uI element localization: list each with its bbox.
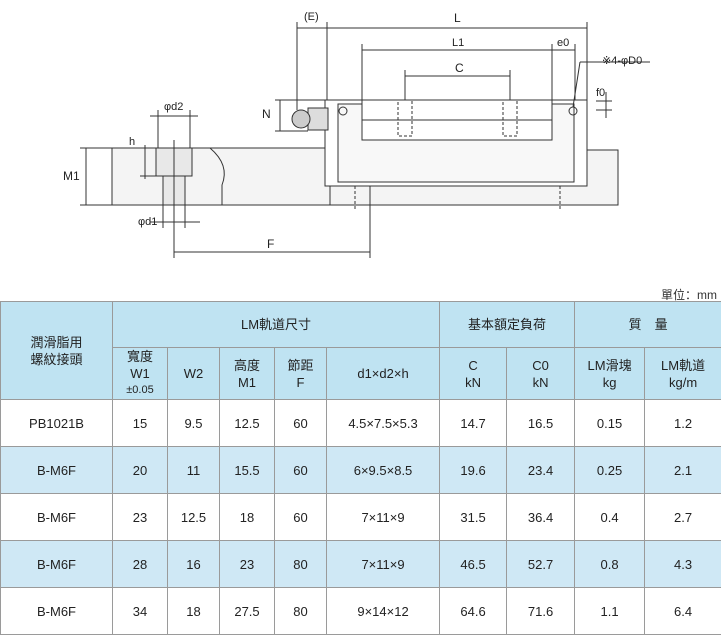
label-h: h bbox=[129, 136, 135, 148]
label-M1: M1 bbox=[63, 169, 80, 183]
cell-f: 80 bbox=[275, 588, 327, 635]
label-F: F bbox=[267, 237, 274, 251]
cell-rail-mass: 1.2 bbox=[645, 400, 721, 447]
cell-c0: 71.6 bbox=[507, 588, 575, 635]
cell-c: 46.5 bbox=[440, 541, 507, 588]
table-row: B-M6F 34 18 27.5 80 9×14×12 64.6 71.6 1.… bbox=[1, 588, 721, 635]
cell-c: 31.5 bbox=[440, 494, 507, 541]
header-rail-mass-unit: kg/m bbox=[645, 374, 721, 391]
table-row: B-M6F 20 11 15.5 60 6×9.5×8.5 19.6 23.4 … bbox=[1, 447, 721, 494]
label-L: L bbox=[454, 11, 461, 25]
cell-c0: 52.7 bbox=[507, 541, 575, 588]
header-w1-label: W1 bbox=[113, 365, 167, 382]
label-d1: φd1 bbox=[138, 216, 157, 228]
grease-nipple bbox=[308, 108, 328, 130]
cell-rail-mass: 4.3 bbox=[645, 541, 721, 588]
cell-m1: 12.5 bbox=[220, 400, 275, 447]
cell-w2: 12.5 bbox=[168, 494, 220, 541]
header-c0-unit: kN bbox=[507, 374, 574, 391]
cell-w1: 34 bbox=[113, 588, 168, 635]
header-w2: W2 bbox=[168, 348, 220, 400]
cell-f: 80 bbox=[275, 541, 327, 588]
cell-w2: 16 bbox=[168, 541, 220, 588]
cell-w2: 9.5 bbox=[168, 400, 220, 447]
cell-f: 60 bbox=[275, 400, 327, 447]
header-w1: 寬度 W1 ±0.05 bbox=[113, 348, 168, 400]
label-f0: f0 bbox=[596, 87, 605, 99]
cell-w2: 11 bbox=[168, 447, 220, 494]
header-load-rating: 基本額定負荷 bbox=[440, 302, 575, 348]
cell-c: 14.7 bbox=[440, 400, 507, 447]
cell-f: 60 bbox=[275, 447, 327, 494]
cell-dims: 6×9.5×8.5 bbox=[327, 447, 440, 494]
cell-w1: 15 bbox=[113, 400, 168, 447]
cell-block-mass: 1.1 bbox=[575, 588, 645, 635]
header-width-label: 寬度 bbox=[113, 348, 167, 365]
header-m1: 高度 M1 bbox=[220, 348, 275, 400]
label-e0: e0 bbox=[557, 37, 569, 49]
cell-block-mass: 0.8 bbox=[575, 541, 645, 588]
cell-c0: 36.4 bbox=[507, 494, 575, 541]
cell-dims: 9×14×12 bbox=[327, 588, 440, 635]
cell-rail-mass: 2.1 bbox=[645, 447, 721, 494]
header-lubrication: 潤滑脂用 螺紋接頭 bbox=[1, 302, 113, 400]
cell-m1: 23 bbox=[220, 541, 275, 588]
cell-w1: 20 bbox=[113, 447, 168, 494]
cell-nipple: PB1021B bbox=[1, 400, 113, 447]
cell-c: 19.6 bbox=[440, 447, 507, 494]
header-block-mass: LM滑塊 kg bbox=[575, 348, 645, 400]
header-f: 節距 F bbox=[275, 348, 327, 400]
cell-w1: 28 bbox=[113, 541, 168, 588]
header-c: C kN bbox=[440, 348, 507, 400]
cell-block-mass: 0.4 bbox=[575, 494, 645, 541]
label-N: N bbox=[262, 107, 271, 121]
cell-c0: 23.4 bbox=[507, 447, 575, 494]
cell-m1: 15.5 bbox=[220, 447, 275, 494]
header-c-unit: kN bbox=[440, 374, 506, 391]
cell-dims: 7×11×9 bbox=[327, 494, 440, 541]
cell-c: 64.6 bbox=[440, 588, 507, 635]
header-block-label: LM滑塊 bbox=[575, 357, 644, 374]
header-w1-tolerance: ±0.05 bbox=[113, 382, 167, 399]
header-height-label: 高度 bbox=[220, 357, 274, 374]
header-dims: d1×d2×h bbox=[327, 348, 440, 400]
label-holes: ※4-φD0 bbox=[602, 55, 642, 67]
cell-block-mass: 0.25 bbox=[575, 447, 645, 494]
header-rail-mass-label: LM軌道 bbox=[645, 357, 721, 374]
label-C: C bbox=[455, 61, 464, 75]
cell-nipple: B-M6F bbox=[1, 541, 113, 588]
cell-nipple: B-M6F bbox=[1, 447, 113, 494]
cell-dims: 7×11×9 bbox=[327, 541, 440, 588]
cell-block-mass: 0.15 bbox=[575, 400, 645, 447]
table-row: B-M6F 23 12.5 18 60 7×11×9 31.5 36.4 0.4… bbox=[1, 494, 721, 541]
header-block-unit: kg bbox=[575, 374, 644, 391]
cell-w2: 18 bbox=[168, 588, 220, 635]
table-row: B-M6F 28 16 23 80 7×11×9 46.5 52.7 0.8 4… bbox=[1, 541, 721, 588]
cell-rail-mass: 2.7 bbox=[645, 494, 721, 541]
cell-m1: 18 bbox=[220, 494, 275, 541]
table-row: PB1021B 15 9.5 12.5 60 4.5×7.5×5.3 14.7 … bbox=[1, 400, 721, 447]
header-rail-mass: LM軌道 kg/m bbox=[645, 348, 721, 400]
cell-w1: 23 bbox=[113, 494, 168, 541]
cell-dims: 4.5×7.5×5.3 bbox=[327, 400, 440, 447]
technical-drawing: (E) L L1 e0 C ※4-φD0 f0 N φd2 h M1 φd1 F bbox=[0, 0, 721, 280]
header-mass: 質 量 bbox=[575, 302, 721, 348]
header-f-label: F bbox=[275, 374, 326, 391]
header-rail-dims: LM軌道尺寸 bbox=[113, 302, 440, 348]
cell-c0: 16.5 bbox=[507, 400, 575, 447]
cell-f: 60 bbox=[275, 494, 327, 541]
header-pitch-label: 節距 bbox=[275, 357, 326, 374]
label-E: (E) bbox=[304, 11, 319, 23]
label-L1: L1 bbox=[452, 37, 464, 49]
spec-table: 潤滑脂用 螺紋接頭 LM軌道尺寸 基本額定負荷 質 量 寬度 W1 ±0.05 … bbox=[0, 301, 721, 635]
cell-m1: 27.5 bbox=[220, 588, 275, 635]
header-c0: C0 kN bbox=[507, 348, 575, 400]
cell-nipple: B-M6F bbox=[1, 588, 113, 635]
header-c-label: C bbox=[440, 357, 506, 374]
cell-rail-mass: 6.4 bbox=[645, 588, 721, 635]
label-d2: φd2 bbox=[164, 101, 183, 113]
header-m1-label: M1 bbox=[220, 374, 274, 391]
cell-nipple: B-M6F bbox=[1, 494, 113, 541]
header-c0-label: C0 bbox=[507, 357, 574, 374]
